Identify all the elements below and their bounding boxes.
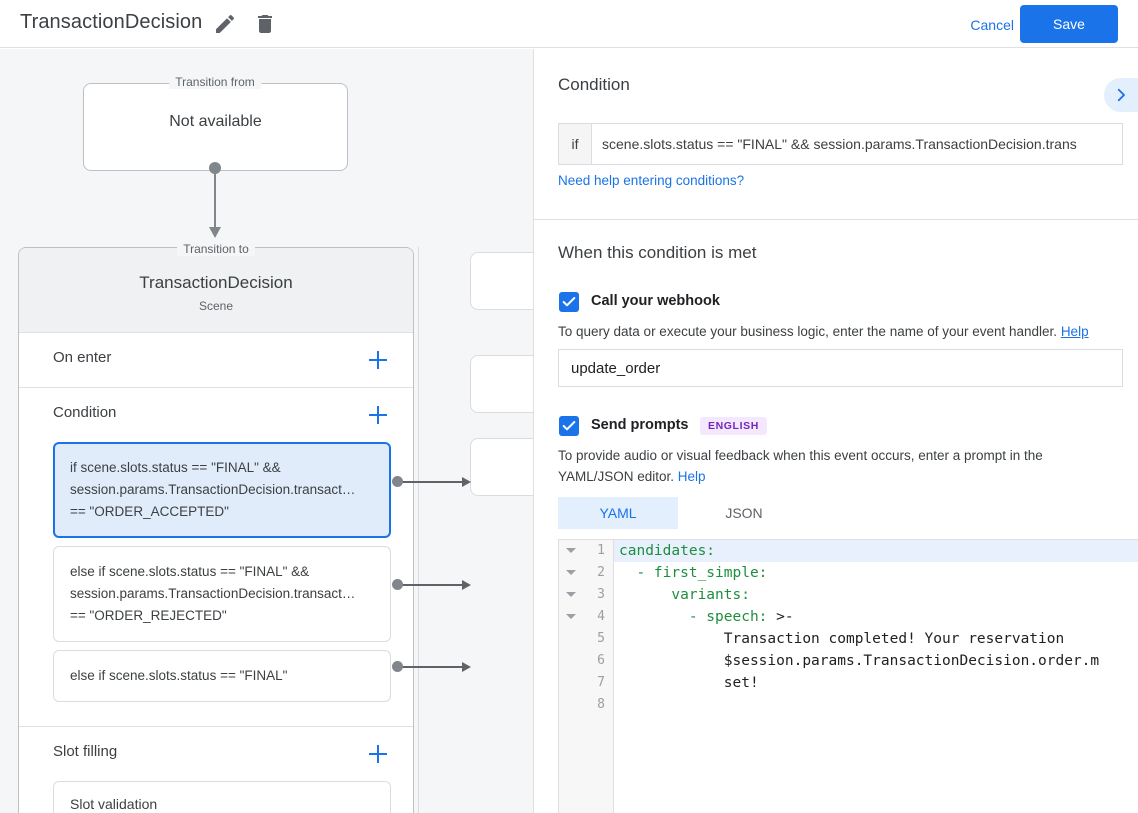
code-line: - first_simple: [619, 565, 768, 581]
edge-arrow-icon [462, 580, 471, 590]
code-line: variants: [619, 587, 750, 603]
condition-list: if scene.slots.status == "FINAL" && sess… [19, 442, 413, 726]
scene-type: Scene [198, 299, 234, 313]
tab-yaml[interactable]: YAML [558, 497, 678, 529]
call-webhook-label: Call your webhook [591, 293, 720, 309]
edge-dot [392, 579, 403, 590]
call-webhook-description: To query data or execute your business l… [558, 321, 1118, 342]
send-prompts-description: To provide audio or visual feedback when… [558, 445, 1113, 487]
cancel-button[interactable]: Cancel [964, 12, 1020, 38]
plus-icon[interactable] [365, 741, 391, 767]
connector-line [214, 167, 216, 231]
code-line: $session.params.TransactionDecision.orde… [619, 653, 1100, 669]
save-button[interactable]: Save [1020, 5, 1118, 43]
code-line [614, 694, 1138, 716]
prompts-help-link[interactable]: Help [677, 469, 706, 484]
top-app-bar: TransactionDecision Cancel Save [0, 0, 1138, 48]
target-card[interactable] [470, 438, 533, 496]
code-line: set! [619, 675, 759, 691]
gutter-line: 7 [597, 675, 605, 690]
fold-arrow-icon[interactable] [566, 548, 576, 553]
target-card[interactable] [470, 355, 533, 413]
target-card[interactable] [470, 252, 533, 310]
gutter-line: 1 [559, 540, 613, 562]
fold-arrow-icon[interactable] [566, 614, 576, 619]
code-line: candidates: [614, 540, 1138, 562]
gutter-line: 5 [597, 631, 605, 646]
edge-arrow-icon [462, 477, 471, 487]
webhook-desc-text: To query data or execute your business l… [558, 324, 1061, 339]
edge-dot [392, 661, 403, 672]
condition-help-link[interactable]: Need help entering conditions? [558, 173, 745, 188]
gutter-line: 2 [559, 562, 613, 584]
if-label: if [559, 124, 592, 164]
scene-card-header: TransactionDecision Scene [19, 248, 413, 333]
section-title-condition: Condition [53, 404, 117, 421]
code-line: - speech: >- [619, 609, 794, 625]
plus-icon[interactable] [365, 402, 391, 428]
webhook-help-link[interactable]: Help [1060, 324, 1089, 339]
webhook-handler-input[interactable] [558, 349, 1123, 387]
panel-divider [534, 219, 1138, 220]
fold-arrow-icon[interactable] [566, 570, 576, 575]
send-prompts-label: Send prompts [591, 417, 689, 433]
edge-dot [392, 476, 403, 487]
gutter-line: 8 [597, 697, 605, 712]
edge-arrow-icon [462, 662, 471, 672]
chevron-right-icon[interactable] [1104, 78, 1138, 112]
section-slot-filling: Slot filling Slot validation [19, 727, 413, 813]
condition-input-row: if scene.slots.status == "FINAL" && sess… [558, 123, 1123, 165]
section-title-slot-filling: Slot filling [53, 743, 118, 760]
list-item[interactable]: if scene.slots.status == "FINAL" && sess… [53, 442, 391, 538]
scene-card: TransactionDecision Scene On enter Condi… [18, 247, 414, 813]
condition-detail-panel: Condition if scene.slots.status == "FINA… [533, 49, 1138, 813]
when-met-heading: When this condition is met [558, 243, 757, 262]
trash-icon[interactable] [253, 12, 277, 36]
section-on-enter: On enter [19, 333, 413, 388]
editor-code-area[interactable]: candidates: - first_simple: variants: - … [614, 540, 1138, 813]
condition-heading: Condition [558, 75, 630, 94]
list-item[interactable]: else if scene.slots.status == "FINAL" &&… [53, 546, 391, 642]
pencil-icon[interactable] [213, 12, 237, 36]
list-item[interactable]: Slot validation [53, 781, 391, 813]
fold-arrow-icon[interactable] [566, 592, 576, 597]
slot-filling-list: Slot validation [19, 781, 413, 813]
tab-json[interactable]: JSON [725, 505, 763, 521]
edge-line [400, 481, 464, 483]
connector-arrow-icon [209, 227, 221, 238]
section-condition: Condition if scene.slots.status == "FINA… [19, 388, 413, 727]
send-prompts-checkbox[interactable] [559, 416, 579, 436]
language-badge: ENGLISH [700, 417, 767, 435]
edge-line [400, 666, 464, 668]
code-line: Transaction completed! Your reservation [619, 631, 1065, 647]
gutter-line: 6 [597, 653, 605, 668]
transition-from-value: Not available [169, 113, 262, 130]
transition-from-legend: Transition from [169, 75, 261, 89]
list-item[interactable]: else if scene.slots.status == "FINAL" [53, 650, 391, 702]
call-webhook-checkbox[interactable] [559, 292, 579, 312]
scene-graph-canvas: Not available Transition from Transactio… [0, 49, 533, 813]
gutter-line: 3 [559, 584, 613, 606]
graph-rail [418, 247, 419, 813]
section-title-on-enter: On enter [53, 349, 112, 366]
edge-line [400, 584, 464, 586]
scene-name: TransactionDecision [139, 273, 293, 292]
page-title: TransactionDecision [20, 11, 203, 33]
gutter-line: 4 [559, 606, 613, 628]
condition-input[interactable]: scene.slots.status == "FINAL" && session… [602, 136, 1077, 152]
transition-from-card: Not available [83, 83, 348, 171]
plus-icon[interactable] [365, 347, 391, 373]
prompts-desc-text: To provide audio or visual feedback when… [558, 448, 1043, 484]
